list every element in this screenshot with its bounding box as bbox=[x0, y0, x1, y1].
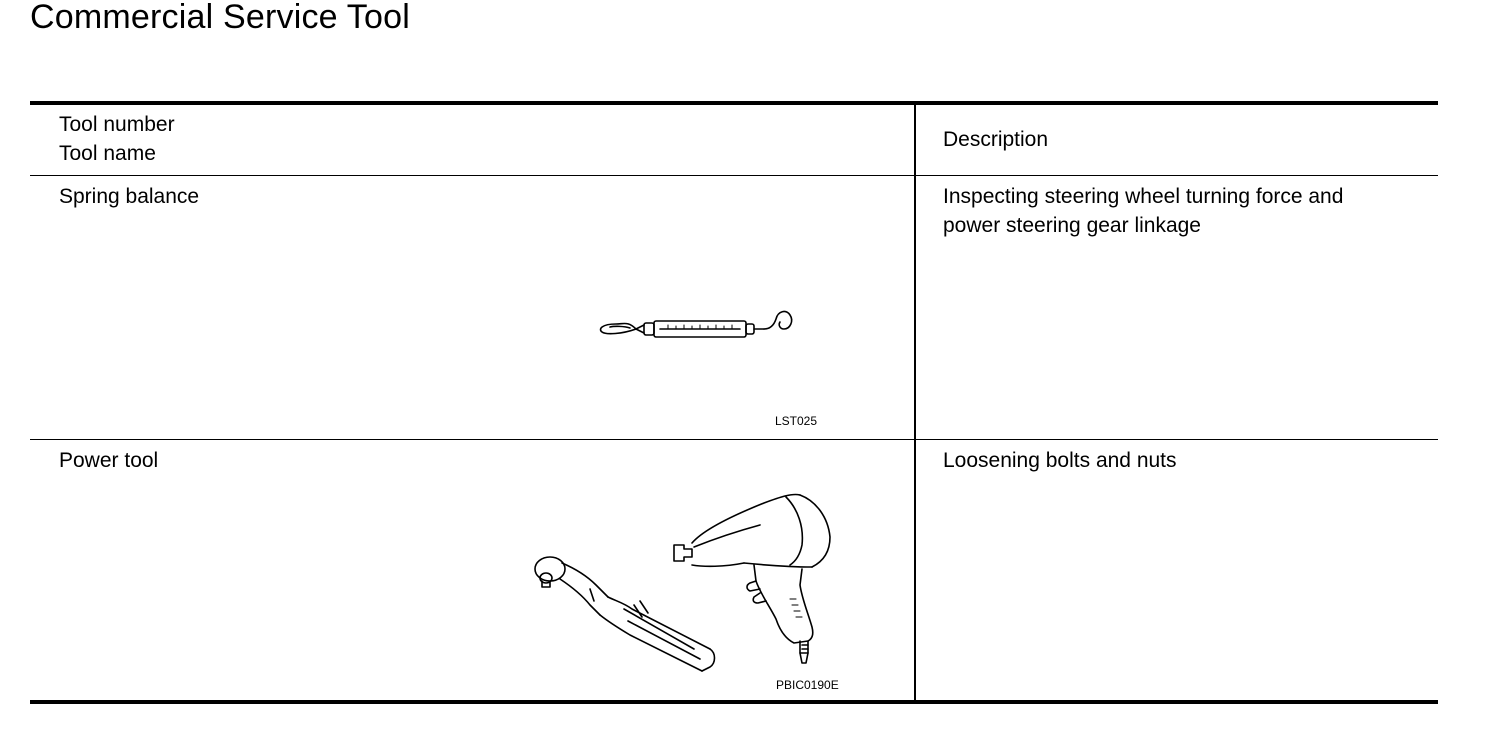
header-description: Description bbox=[943, 128, 1049, 151]
header-tool-number: Tool number bbox=[59, 113, 175, 136]
spring-balance-icon bbox=[599, 310, 793, 338]
row-1-description-line-1: Inspecting steering wheel turning force … bbox=[943, 185, 1344, 208]
page-title: Commercial Service Tool bbox=[30, 0, 410, 36]
row-1-figure-code: LST025 bbox=[775, 414, 818, 428]
tool-table: Tool number Tool name Description Spring… bbox=[30, 101, 1438, 704]
header-tool-name: Tool name bbox=[59, 142, 156, 165]
ratchet-wrench-icon bbox=[534, 556, 716, 672]
power-tool-icon bbox=[534, 493, 831, 672]
row-2-figure-code: PBIC0190E bbox=[776, 678, 839, 692]
row-2-description-line-1: Loosening bolts and nuts bbox=[943, 449, 1177, 472]
row-1-tool-name: Spring balance bbox=[59, 185, 200, 208]
column-divider bbox=[914, 105, 916, 700]
row-2-tool-name: Power tool bbox=[59, 449, 159, 472]
header-row-divider bbox=[30, 175, 1438, 176]
row-1-description-line-2: power steering gear linkage bbox=[943, 214, 1201, 237]
impact-wrench-icon bbox=[673, 493, 831, 664]
row-divider bbox=[30, 439, 1438, 440]
